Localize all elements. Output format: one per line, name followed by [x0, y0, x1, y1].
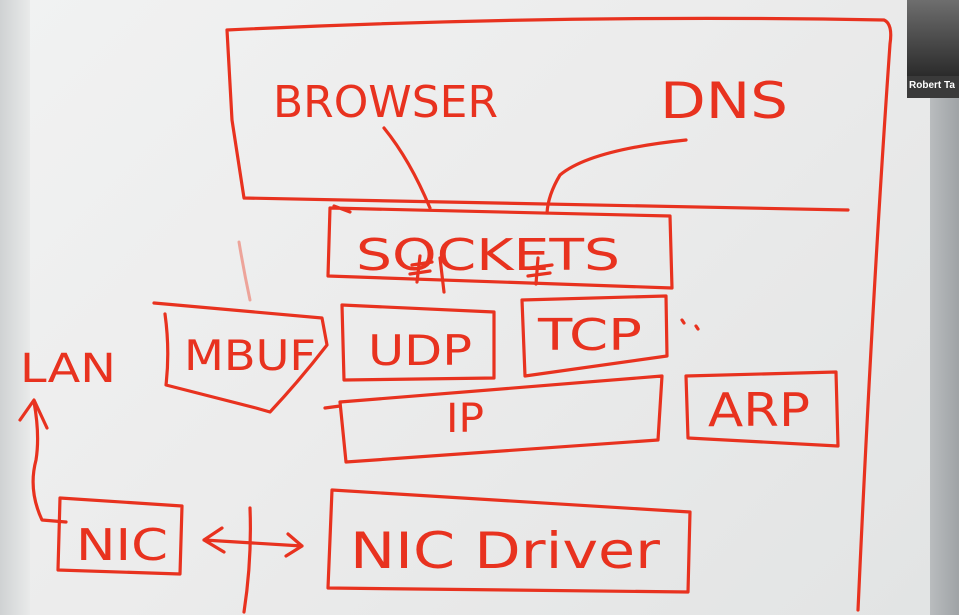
- label-nic-driver: NIC Driver: [350, 522, 661, 580]
- socket-marker-right: [526, 256, 554, 286]
- wall-strip: [930, 0, 959, 615]
- participant-video-tile[interactable]: Robert Ta: [907, 0, 959, 98]
- kernel-divider-line: [242, 506, 252, 614]
- label-lan: LAN: [20, 346, 116, 392]
- label-sockets: SOCKETS: [356, 230, 620, 281]
- label-browser: BROWSER: [273, 77, 498, 128]
- label-arp: ARP: [708, 383, 810, 437]
- dns-to-sockets-line: [545, 138, 688, 215]
- sockets-box: [326, 204, 674, 290]
- udp-box: [340, 303, 496, 382]
- mbuf-box: [152, 301, 329, 414]
- ip-box: [323, 374, 664, 464]
- faded-mark: [237, 240, 252, 302]
- label-udp: UDP: [368, 326, 472, 375]
- browser-to-sockets-line: [382, 126, 432, 210]
- tcp-trailing-dots: [680, 318, 700, 331]
- label-mbuf: MBUF: [184, 331, 316, 380]
- label-ip: IP: [446, 396, 484, 442]
- label-nic: NIC: [76, 520, 168, 571]
- nic-to-lan-line: [18, 398, 68, 524]
- label-tcp: TCP: [537, 310, 642, 361]
- user-space-box: [225, 16, 893, 612]
- nic-box: [56, 496, 184, 576]
- label-dns: DNS: [660, 72, 788, 130]
- arp-box: [684, 370, 840, 448]
- socket-marker-left: [408, 254, 446, 294]
- whiteboard: [0, 0, 930, 615]
- whiteboard-edge-shadow: [0, 0, 30, 615]
- nic-driver-box: [326, 488, 692, 594]
- participant-video-feed: [907, 0, 959, 76]
- tcp-box: [520, 294, 669, 378]
- nic-driver-arrow: [202, 526, 304, 558]
- participant-name: Robert Ta: [909, 80, 955, 91]
